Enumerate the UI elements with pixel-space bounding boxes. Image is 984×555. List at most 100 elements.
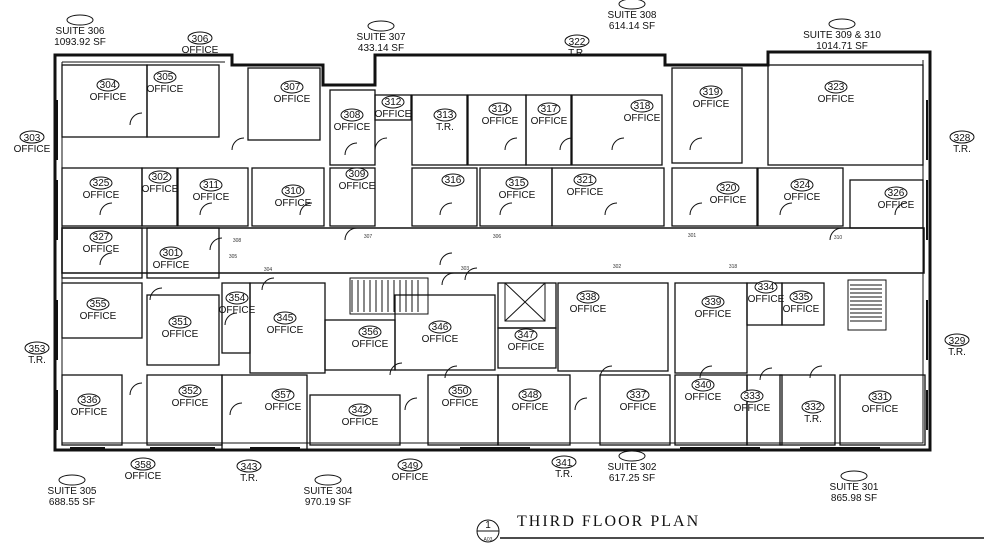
room-number: 320 — [720, 183, 737, 194]
door-swing — [231, 137, 245, 151]
door-swing — [599, 365, 613, 379]
tag-oval — [397, 458, 423, 472]
room-outline — [757, 167, 844, 227]
suite-area: 1093.92 SF — [54, 37, 106, 48]
room-number: 331 — [872, 392, 889, 403]
room-number: 309 — [349, 169, 366, 180]
room-label: OFFICE — [265, 402, 302, 413]
room-number: 348 — [522, 390, 539, 401]
suite-tag — [828, 18, 856, 30]
door-swing — [574, 397, 588, 411]
room-number: 326 — [888, 188, 905, 199]
room-number: 352 — [182, 386, 199, 397]
room-number-tag — [884, 186, 908, 200]
room-number: 301 — [163, 248, 180, 259]
tag-label: T.R. — [555, 469, 573, 480]
door-swing — [299, 202, 313, 216]
room-label: OFFICE — [862, 404, 899, 415]
room-number: 316 — [445, 175, 462, 186]
room-number: 342 — [352, 405, 369, 416]
room-label: OFFICE — [162, 329, 199, 340]
door-swing — [689, 137, 703, 151]
door-swing — [129, 112, 143, 126]
room-outline — [146, 64, 220, 138]
room-number-tag — [433, 108, 457, 122]
room-number-tag — [626, 388, 650, 402]
room-outline — [411, 94, 468, 166]
door-swing — [499, 202, 513, 216]
room-number-tag — [701, 295, 725, 309]
room-number: 308 — [344, 110, 361, 121]
tag-oval — [130, 457, 156, 471]
room-number-tag — [514, 328, 538, 342]
room-outline — [674, 282, 748, 374]
tag-label: T.R. — [948, 347, 966, 358]
room-label: OFFICE — [153, 260, 190, 271]
door-swing — [99, 252, 113, 266]
tag-number: 306 — [192, 34, 209, 45]
room-outline — [247, 67, 321, 141]
room-316[interactable]: 316 — [441, 173, 465, 187]
door-swing — [129, 382, 143, 396]
room-label: OFFICE — [695, 309, 732, 320]
